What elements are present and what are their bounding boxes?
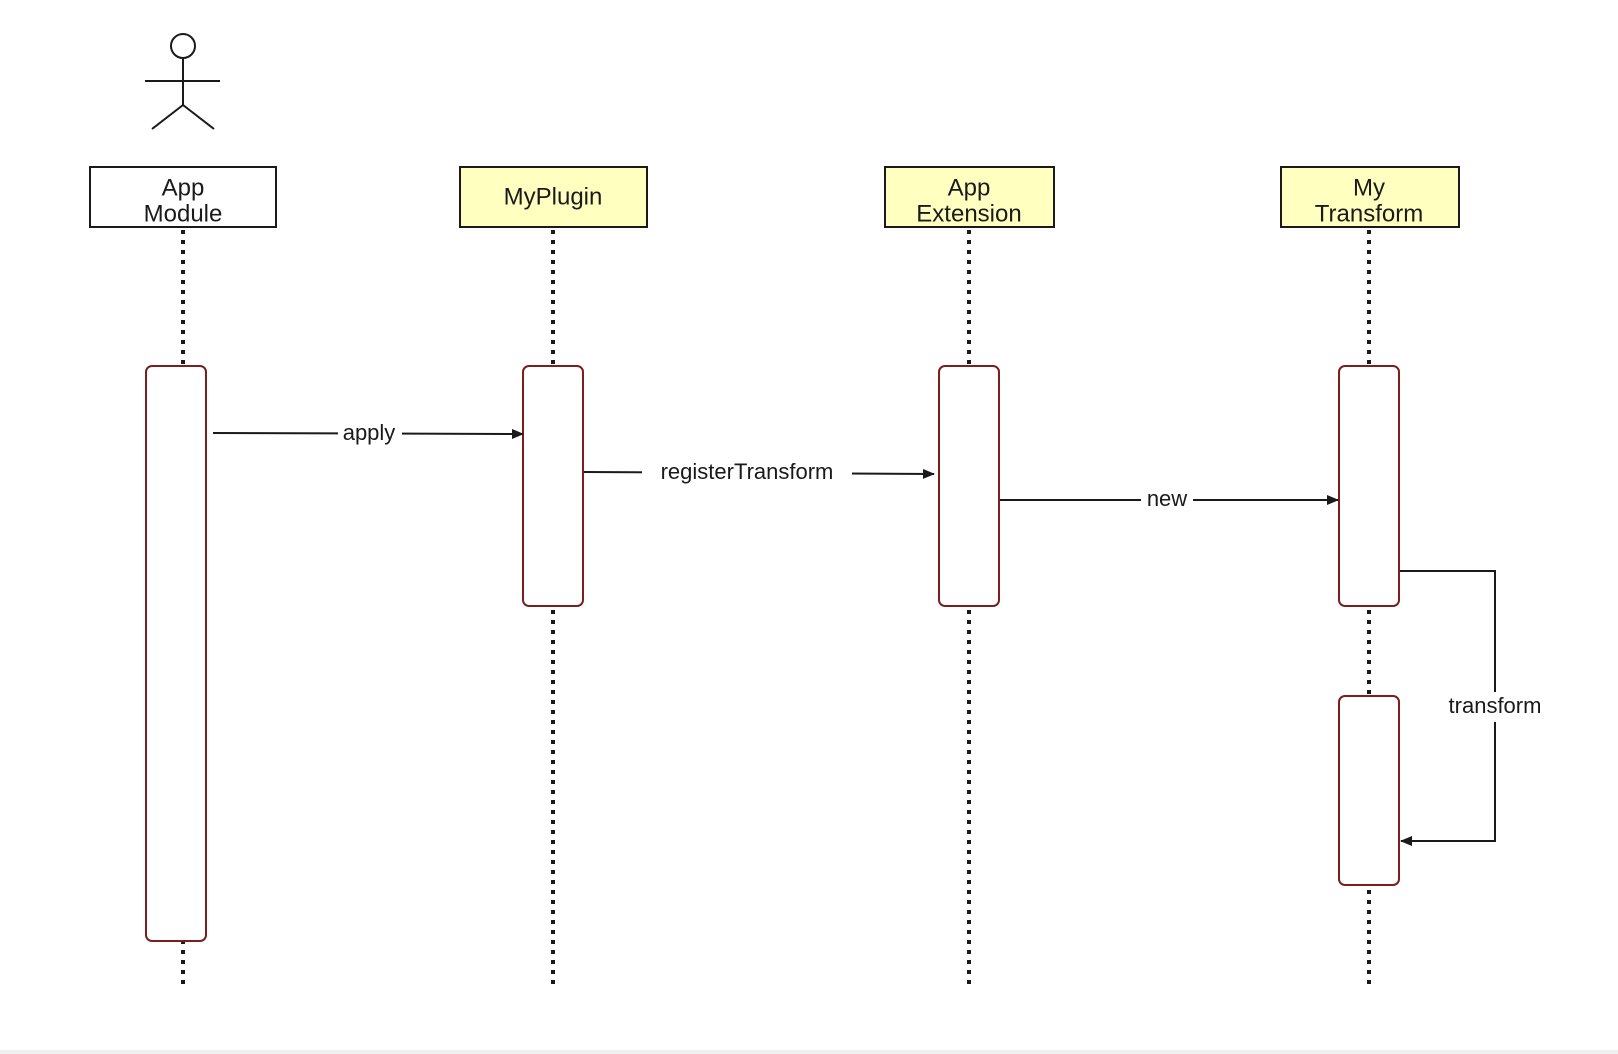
message-apply-label: apply xyxy=(343,420,396,445)
header-my-transform[interactable]: My Transform xyxy=(1280,166,1460,228)
header-myplugin-line-1: MyPlugin xyxy=(504,183,603,210)
lifeline-dotted-lines xyxy=(181,230,1371,990)
activation-my-transform-2[interactable] xyxy=(1338,695,1400,886)
activation-app-extension[interactable] xyxy=(938,365,1000,607)
header-app-extension-line-1: App xyxy=(948,174,991,201)
header-app-module-line-1: App xyxy=(162,174,205,201)
activation-myplugin[interactable] xyxy=(522,365,584,607)
bottom-divider xyxy=(0,1050,1618,1054)
message-transform[interactable]: transform xyxy=(1400,570,1556,846)
header-my-transform-line-2: Transform xyxy=(1315,200,1423,227)
header-app-module-line-2: Module xyxy=(144,200,223,227)
message-transform-label: transform xyxy=(1449,693,1542,718)
header-myplugin[interactable]: MyPlugin xyxy=(459,166,648,228)
activation-bars xyxy=(145,365,1400,942)
message-register-transform[interactable]: registerTransform xyxy=(583,459,935,487)
header-my-transform-line-1: My xyxy=(1353,174,1385,201)
activation-my-transform-1[interactable] xyxy=(1338,365,1400,607)
header-app-extension[interactable]: App Extension xyxy=(884,166,1055,228)
stick-figure-icon xyxy=(145,33,220,130)
message-apply[interactable]: apply xyxy=(212,420,524,448)
message-register-transform-label: registerTransform xyxy=(661,459,834,484)
header-app-extension-line-2: Extension xyxy=(916,200,1021,227)
message-new-label: new xyxy=(1147,486,1187,511)
header-app-module[interactable]: App Module xyxy=(89,166,277,228)
message-new[interactable]: new xyxy=(1000,486,1339,514)
activation-app-module[interactable] xyxy=(145,365,207,942)
